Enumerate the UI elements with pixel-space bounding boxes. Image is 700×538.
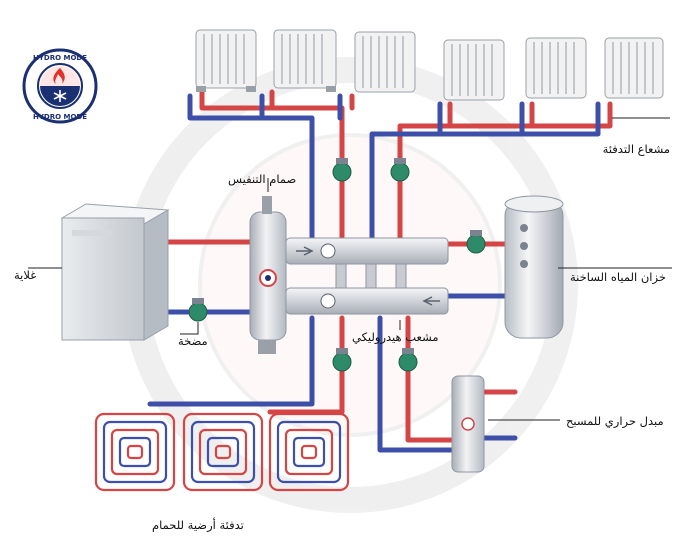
pump-icon bbox=[390, 158, 410, 182]
boiler-label: غلاية bbox=[14, 268, 37, 282]
floor-coil bbox=[94, 412, 176, 492]
pump-icon bbox=[188, 298, 208, 322]
svg-text:HYDRO MODE: HYDRO MODE bbox=[33, 54, 87, 62]
radiator-right-return-pipe bbox=[369, 101, 601, 253]
radiator-left-return-pipe bbox=[187, 93, 315, 253]
radiators-label: مشعاع التدفئة bbox=[602, 142, 670, 156]
floor-coil bbox=[182, 412, 264, 492]
pump-icon bbox=[398, 348, 418, 372]
pump-icon bbox=[332, 348, 352, 372]
svg-text:HYDRO MODE: HYDRO MODE bbox=[33, 113, 87, 121]
radiator bbox=[443, 39, 505, 101]
pump-label: مضخة bbox=[178, 334, 208, 348]
radiators bbox=[195, 29, 664, 101]
radiator-right-supply-pipe bbox=[397, 101, 613, 253]
pool-heat-exchanger bbox=[451, 375, 485, 473]
hydraulic-manifold bbox=[285, 237, 449, 315]
pool-heat-exchanger-label: مبدل حراري للمسبح bbox=[566, 414, 664, 428]
snowflake-icon bbox=[53, 90, 67, 102]
radiator bbox=[195, 29, 257, 92]
hot-water-tank bbox=[504, 195, 564, 339]
hydro-mode-logo: HYDRO MODE HYDRO MODE bbox=[22, 48, 98, 124]
hydraulic-manifold-label: مشعب هيدروليكي bbox=[352, 330, 439, 344]
pool-return-pipe bbox=[377, 315, 455, 453]
hydraulic-separator bbox=[249, 196, 287, 354]
floor-heating-label: تدفئة أرضية للحمام bbox=[152, 518, 244, 532]
boiler bbox=[60, 203, 170, 341]
flame-icon bbox=[53, 68, 65, 84]
floor-coil bbox=[268, 412, 350, 492]
pump-icon bbox=[466, 230, 486, 254]
air-vent-label: صمام التنفيس bbox=[228, 172, 297, 186]
pumps bbox=[188, 158, 486, 372]
floor-heating-coils bbox=[94, 412, 350, 492]
radiator bbox=[354, 31, 416, 93]
radiator bbox=[525, 37, 587, 99]
hot-water-tank-label: خزان المياه الساخنة bbox=[570, 270, 666, 284]
radiator bbox=[604, 37, 664, 99]
radiator bbox=[273, 29, 337, 92]
pump-icon bbox=[332, 158, 352, 182]
leader-lines bbox=[28, 117, 672, 421]
floor-return-pipe bbox=[147, 315, 315, 407]
